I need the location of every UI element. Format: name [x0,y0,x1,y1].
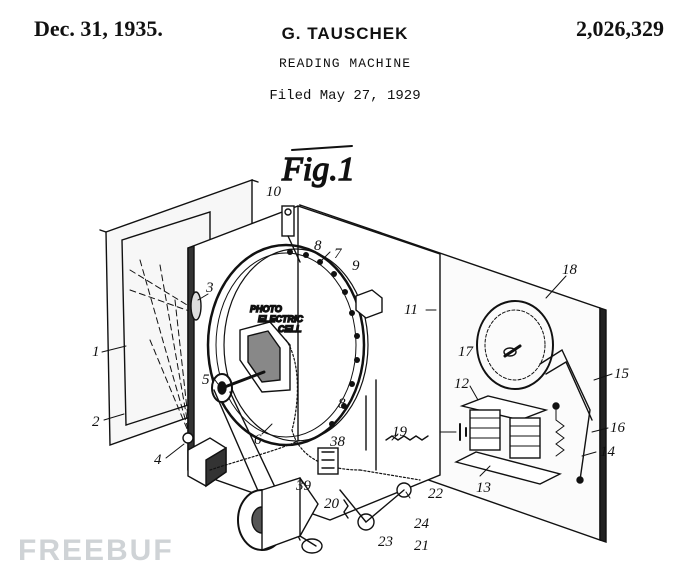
ref-21: 21 [414,538,429,554]
ref-14: 14 [600,444,616,460]
ref-4: 4 [154,452,162,468]
ref-23: 23 [378,534,393,550]
svg-text:PHOTO: PHOTO [250,304,282,314]
lamp [182,432,227,488]
patent-date: Dec. 31, 1935. [34,16,163,41]
patent-title: READING MACHINE [278,56,412,71]
ref-10: 10 [266,184,282,200]
ref-9: 9 [352,258,360,274]
ref-18: 18 [562,262,578,278]
ref-20: 20 [324,496,340,512]
drive-shaft [211,370,266,403]
top-lever [281,205,301,263]
ref-1: 1 [92,344,100,360]
switch-contacts [339,482,412,531]
ref-8-top: 8 [314,238,322,254]
relay-contacts [317,379,377,475]
lens [190,291,202,321]
ref-38: 38 [329,434,346,450]
ref-3: 3 [205,280,214,296]
ref-5: 5 [202,372,210,388]
ref-15: 15 [614,366,630,382]
ref-8-bottom: 8 [338,396,346,412]
ref-19: 19 [392,424,408,440]
ratchet-wheel [476,300,554,390]
motor [237,477,323,554]
ref-22: 22 [428,486,444,502]
ref-11: 11 [404,302,418,318]
svg-text:CELL: CELL [278,324,302,334]
ref-12: 12 [454,376,470,392]
photo-electric-cell: PHOTO ELECTRIC CELL [239,303,304,393]
leader-lines [101,251,613,499]
ref-16: 16 [610,420,626,436]
svg-text:ELECTRIC: ELECTRIC [258,314,304,324]
inventor-name: G. TAUSCHEK [281,24,409,43]
watermark-logo: FREEBUF [18,534,174,567]
ref-2: 2 [92,414,100,430]
electromagnet [454,395,562,485]
battery [439,423,467,441]
ref-17: 17 [458,344,475,360]
ref-24: 24 [414,516,430,532]
filed-date: Filed May 27, 1929 [269,88,421,104]
figure-title: Fig.1 [281,151,355,188]
ref-7: 7 [334,246,343,262]
ref-39: 39 [295,478,312,494]
spring [385,435,429,441]
pawl-lever [539,348,593,484]
bracket [355,289,383,319]
ref-6: 6 [254,432,262,448]
patent-number: 2,026,329 [576,16,664,41]
ref-13: 13 [476,480,491,496]
